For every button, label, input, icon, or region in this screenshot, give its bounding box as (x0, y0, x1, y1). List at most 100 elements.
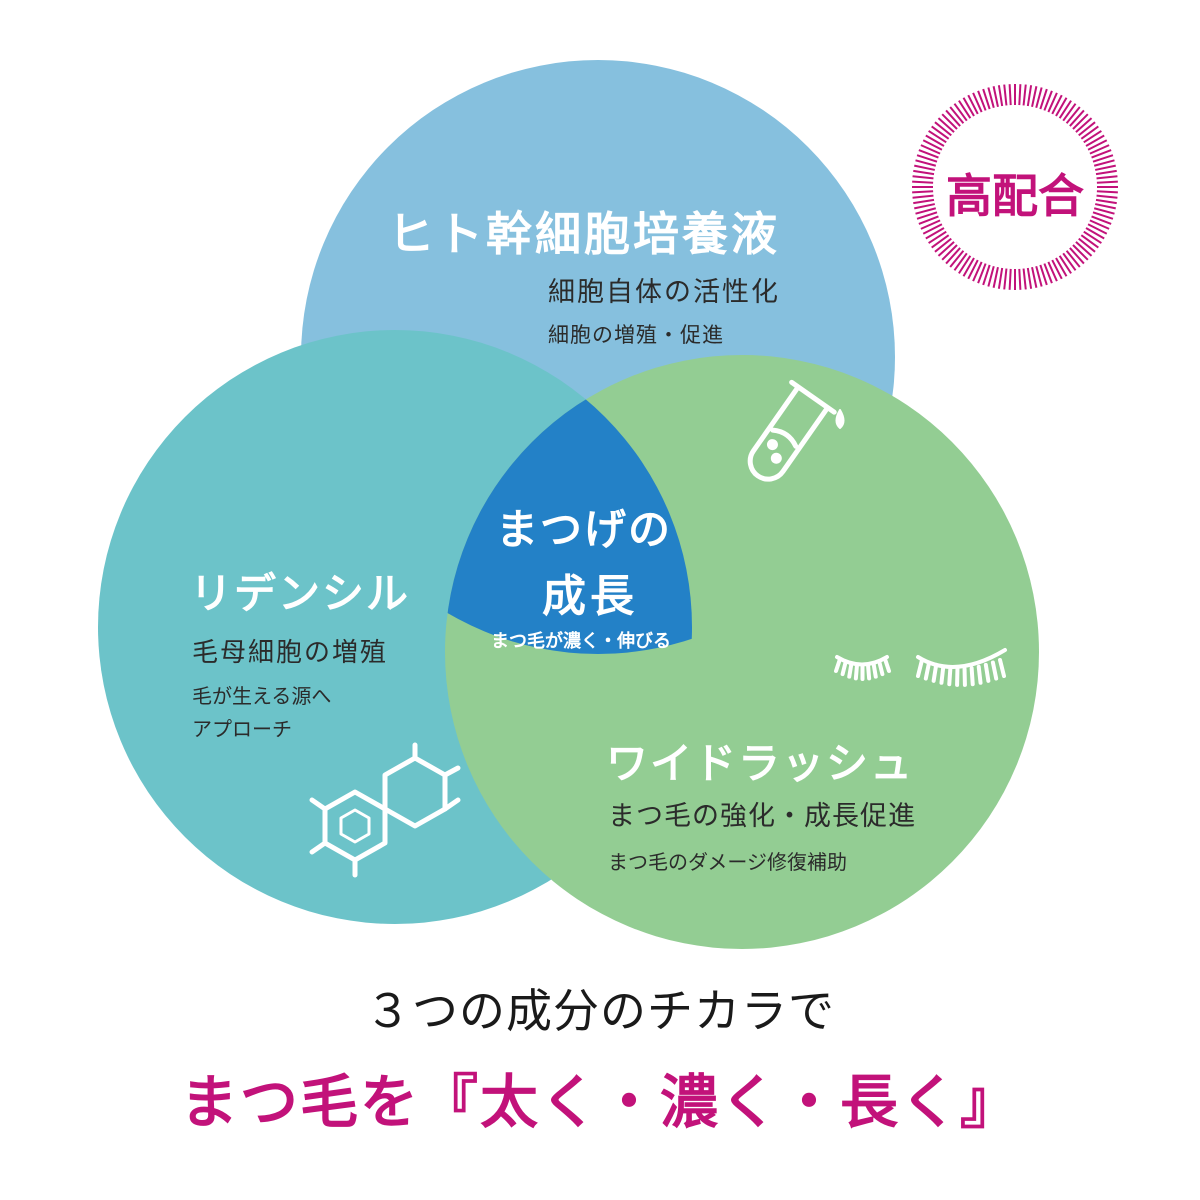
badge-ray (1026, 85, 1033, 107)
badge-ray (1087, 223, 1108, 235)
badge-ray (914, 203, 935, 210)
eyelash-stroke (883, 657, 891, 673)
badge-ray (934, 237, 952, 253)
badge-ray (1085, 227, 1105, 240)
badge-ray (922, 139, 943, 151)
badge-ray (1091, 149, 1112, 159)
badge-ray (962, 97, 975, 117)
badge-ray (1003, 84, 1008, 106)
eyelash-stroke (998, 658, 1006, 678)
badge-ray (1062, 103, 1077, 122)
badge-ray (949, 106, 965, 124)
badge-ray (1026, 267, 1033, 289)
molecule-icon (309, 742, 461, 878)
badge-ray (1095, 203, 1116, 210)
eyelash-stroke (976, 664, 983, 685)
badge-ray (1092, 154, 1114, 163)
badge-ray (1031, 86, 1038, 107)
left-line3: アプローチ (192, 717, 292, 741)
badge-ray (914, 164, 935, 171)
badge-ray (1031, 267, 1038, 288)
eyelash-stroke (931, 662, 939, 683)
badge-ray (1085, 134, 1105, 147)
badge-ray (982, 264, 991, 286)
badge-ray (1022, 84, 1027, 106)
badge-ray (1022, 268, 1027, 290)
badge-ray (987, 265, 995, 287)
badge-ray (958, 255, 972, 274)
badge-ray (1095, 169, 1117, 176)
eyelash-stroke (983, 662, 991, 683)
eyelash-stroke (866, 664, 872, 681)
badge-ray (918, 215, 939, 225)
badge-ray (1087, 139, 1108, 151)
badge-ray (1078, 237, 1096, 253)
badge-ray (1096, 175, 1118, 180)
test-tube-icon (747, 379, 845, 482)
badge-ray (1080, 125, 1099, 140)
badge-ray (1095, 164, 1116, 171)
badge-ray (1047, 92, 1058, 113)
badge-ray (912, 175, 934, 180)
right-line1: まつ毛の強化・成長促進 (608, 801, 916, 832)
badge-ray (912, 190, 934, 194)
eyelash-stroke (847, 662, 854, 679)
badge-ray (1008, 268, 1012, 290)
eyelash-stroke (923, 660, 932, 681)
badge-ray (928, 130, 947, 144)
badge-ray (920, 219, 941, 230)
badge-ray (915, 159, 937, 167)
badge-ray (1083, 230, 1102, 244)
badge-ray (1075, 241, 1093, 257)
badge-ray (916, 154, 938, 163)
badge-ray (931, 234, 950, 249)
badge-ray (1039, 88, 1048, 110)
badge-ray (977, 90, 987, 111)
eyelash-stroke (877, 660, 885, 677)
caption-line2: まつ毛を『太く・濃く・長く』 (179, 1068, 1020, 1136)
badge-ray (1018, 84, 1022, 106)
badge-ray (1058, 100, 1072, 119)
badge-ray (945, 247, 961, 265)
badge-ray (1039, 264, 1048, 286)
eyelash-stroke (969, 666, 975, 687)
badge-ray (1065, 106, 1081, 124)
badge-ray (1065, 250, 1081, 268)
badge-ray (1096, 190, 1118, 194)
left-line1: 毛母細胞の増殖 (192, 638, 389, 668)
badge-ray (1093, 159, 1115, 167)
badge-ray (953, 103, 968, 122)
badge-ray (1043, 90, 1053, 111)
badge-ray (967, 94, 979, 115)
badge-ray (1035, 265, 1043, 287)
eyelash-stroke (990, 660, 999, 681)
badge-ray (1080, 234, 1099, 249)
badge-ring (912, 84, 1118, 290)
top-line1: 細胞自体の活性化 (548, 277, 780, 308)
badge-ray (962, 257, 975, 277)
badge-ray (925, 134, 945, 147)
badge-ray (992, 267, 999, 288)
badge-ray (972, 261, 983, 282)
badge-ray (1047, 261, 1058, 282)
badge-ray (931, 125, 950, 140)
badge-ray (1078, 121, 1096, 137)
left-title: リデンシル (190, 569, 411, 618)
badge-ray (987, 87, 995, 109)
badge-ray (1008, 84, 1012, 106)
badge-ray (913, 198, 935, 205)
badge-inner (937, 109, 1093, 265)
right-title: ワイドラッシュ (606, 739, 915, 788)
badge-ray (916, 211, 938, 220)
badge-ray (982, 88, 991, 110)
badge-ray (937, 241, 955, 257)
badge-ray (934, 121, 952, 137)
badge-ray (1069, 109, 1085, 127)
badge-ray (958, 100, 972, 119)
badge-ray (1093, 207, 1115, 215)
badge-ray (1089, 219, 1110, 230)
badge-ray (1043, 263, 1053, 284)
badge-ray (913, 169, 935, 176)
badge-ray (925, 227, 945, 240)
badge-ray (937, 117, 955, 133)
